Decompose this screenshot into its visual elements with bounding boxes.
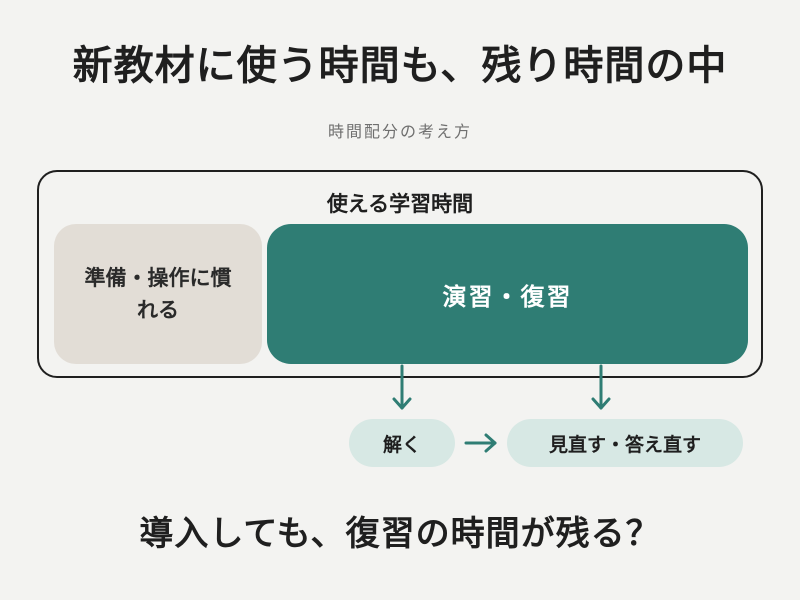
practice-box: 演習・復習 xyxy=(267,224,748,364)
down-arrow-icon xyxy=(392,364,412,410)
right-arrow-icon xyxy=(464,433,497,453)
practice-box-label: 演習・復習 xyxy=(442,282,573,311)
available-time-label: 使える学習時間 xyxy=(326,192,474,216)
closing-question: 導入しても、復習の時間が残る？ xyxy=(139,514,661,554)
page-subtitle: 時間配分の考え方 xyxy=(327,122,472,141)
page-title: 新教材に使う時間も、残り時間の中 xyxy=(72,43,728,89)
down-arrow-icon xyxy=(591,364,611,410)
prep-box: 準備・操作に慣れる xyxy=(54,224,262,364)
available-time-frame xyxy=(37,170,763,378)
step-solve: 解く xyxy=(349,419,455,467)
step-review: 見直す・答え直す xyxy=(507,419,743,467)
prep-box-label: 準備・操作に慣れる xyxy=(84,266,232,322)
